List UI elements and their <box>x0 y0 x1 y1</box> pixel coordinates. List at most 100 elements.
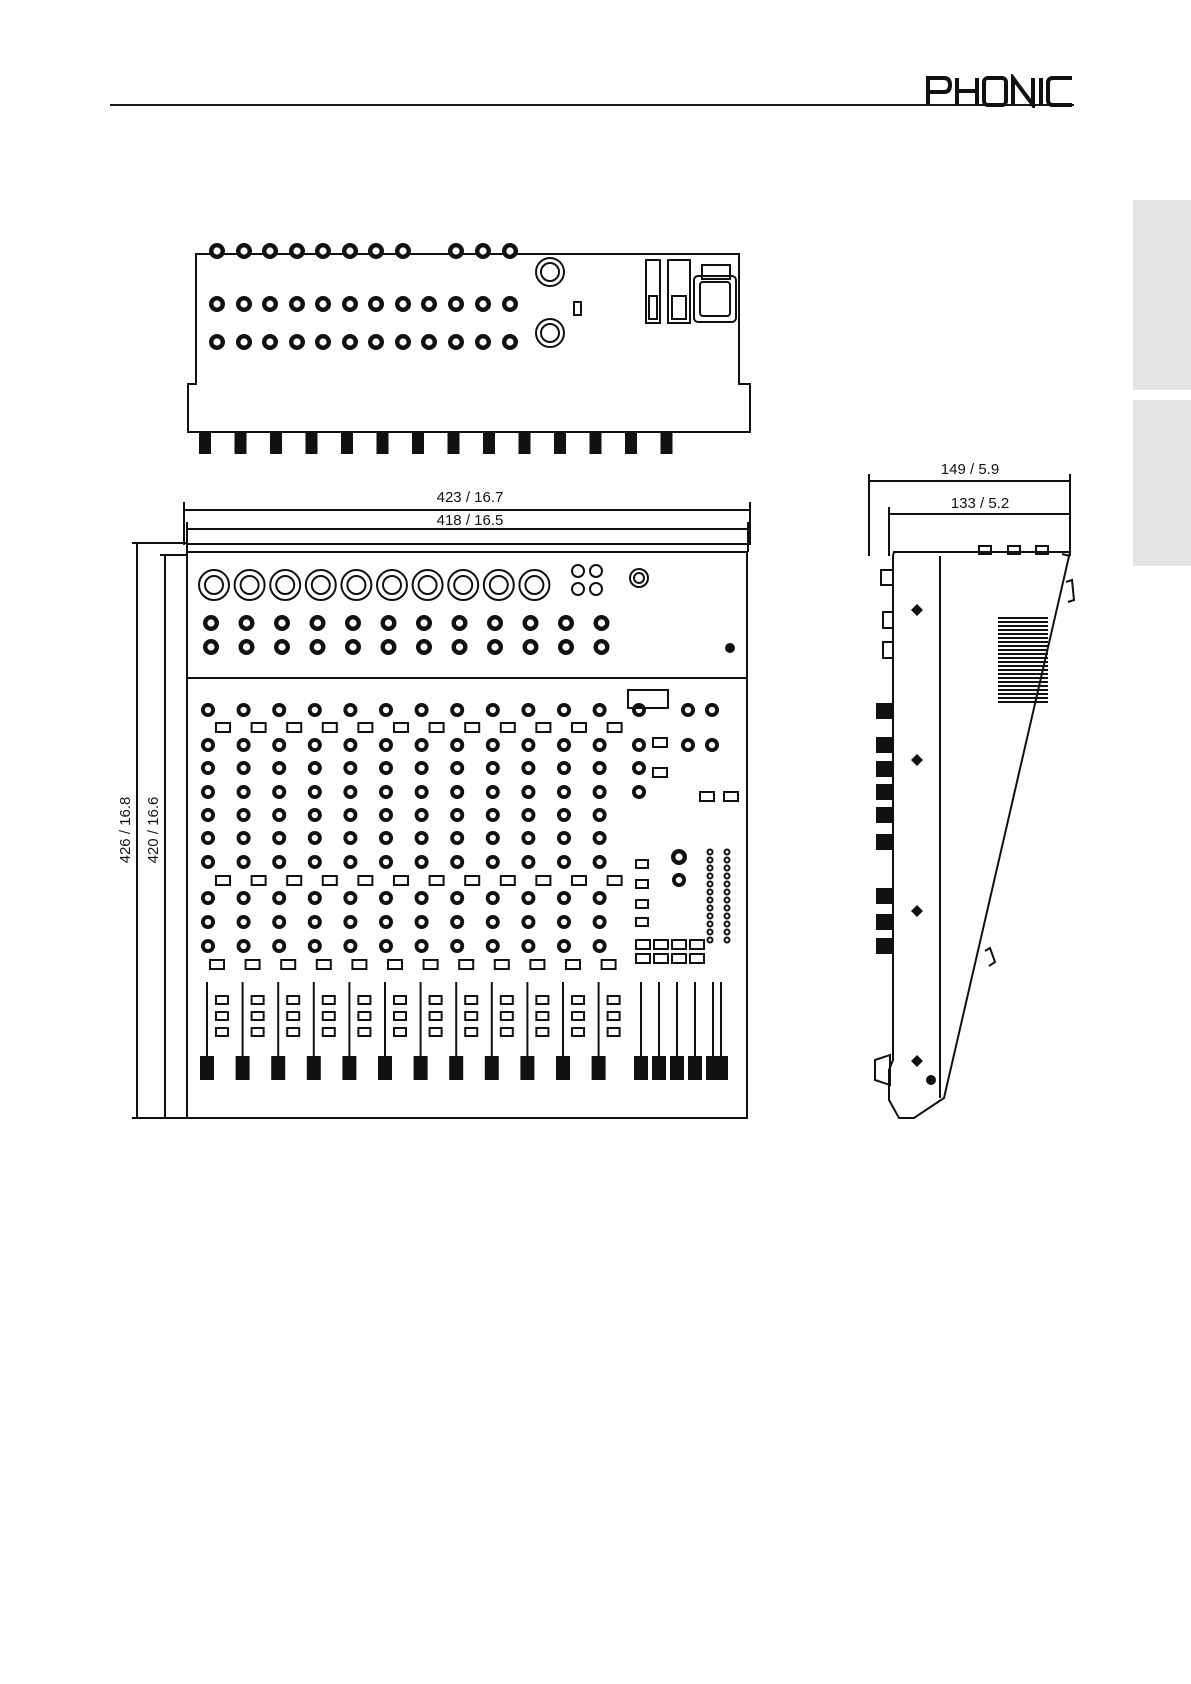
button <box>358 876 372 885</box>
button <box>608 996 620 1004</box>
fader-cap <box>449 1056 463 1080</box>
xlr-input <box>484 570 514 600</box>
side-knob <box>876 914 893 930</box>
dim-label-depth-outer: 426 / 16.8 <box>117 797 134 864</box>
button <box>358 1012 370 1020</box>
button <box>394 876 408 885</box>
button <box>536 996 548 1004</box>
side-knob <box>876 703 893 719</box>
side-knob <box>876 807 893 823</box>
button <box>636 918 648 926</box>
button <box>430 1012 442 1020</box>
button <box>566 960 580 969</box>
button <box>636 880 648 888</box>
button <box>394 1028 406 1036</box>
button <box>358 1028 370 1036</box>
button <box>530 960 544 969</box>
button <box>672 954 686 963</box>
rear-knob <box>306 432 318 454</box>
button <box>323 723 337 732</box>
button <box>317 960 331 969</box>
button <box>430 723 444 732</box>
button <box>352 960 366 969</box>
fader-cap <box>485 1056 499 1080</box>
button <box>252 996 264 1004</box>
button <box>572 1028 584 1036</box>
fader-cap <box>414 1056 428 1080</box>
button <box>287 1028 299 1036</box>
button <box>394 723 408 732</box>
dim-label-width-inner: 418 / 16.5 <box>437 512 504 529</box>
fader-cap <box>307 1056 321 1080</box>
side-view <box>869 474 1074 1118</box>
button <box>394 1012 406 1020</box>
button <box>690 954 704 963</box>
button <box>252 723 266 732</box>
fader-cap <box>200 1056 214 1080</box>
button <box>654 940 668 949</box>
button <box>653 768 667 777</box>
button <box>690 940 704 949</box>
side-knob <box>876 761 893 777</box>
rear-knob <box>270 432 282 454</box>
button <box>536 876 550 885</box>
xlr-input <box>413 570 443 600</box>
dim-depth-inner <box>160 555 187 1118</box>
button <box>216 1012 228 1020</box>
button <box>252 876 266 885</box>
fader-cap <box>236 1056 250 1080</box>
button <box>323 1012 335 1020</box>
xlr-input <box>448 570 478 600</box>
side-knob <box>876 737 893 753</box>
xlr-input <box>270 570 300 600</box>
button <box>358 723 372 732</box>
button <box>495 960 509 969</box>
button <box>281 960 295 969</box>
button <box>424 960 438 969</box>
button <box>394 996 406 1004</box>
button <box>323 876 337 885</box>
rear-knob <box>448 432 460 454</box>
rear-knob <box>661 432 673 454</box>
button <box>216 1028 228 1036</box>
button <box>536 723 550 732</box>
rear-knob <box>483 432 495 454</box>
fader-cap <box>634 1056 648 1080</box>
side-mark <box>911 1055 923 1067</box>
fader-cap <box>714 1056 728 1080</box>
button <box>501 1012 513 1020</box>
button <box>465 876 479 885</box>
side-knob <box>876 888 893 904</box>
xlr-input <box>377 570 407 600</box>
button <box>724 792 738 801</box>
button <box>287 723 301 732</box>
rear-knob <box>412 432 424 454</box>
button <box>252 1012 264 1020</box>
dim-label-height-outer: 149 / 5.9 <box>941 461 999 478</box>
side-mark <box>911 754 923 766</box>
button <box>252 1028 264 1036</box>
top-view <box>187 544 748 1118</box>
button <box>654 954 668 963</box>
button <box>608 1012 620 1020</box>
rear-knob <box>625 432 637 454</box>
button <box>358 996 370 1004</box>
rear-knob <box>590 432 602 454</box>
button <box>636 900 648 908</box>
button <box>636 954 650 963</box>
fader-cap <box>271 1056 285 1080</box>
fader-cap <box>670 1056 684 1080</box>
button <box>501 723 515 732</box>
dim-label-height-inner: 133 / 5.2 <box>951 495 1009 512</box>
xlr-input <box>341 570 371 600</box>
rear-knob <box>341 432 353 454</box>
button <box>572 723 586 732</box>
button <box>287 876 301 885</box>
button <box>210 960 224 969</box>
button <box>323 996 335 1004</box>
xlr-input <box>199 570 229 600</box>
button <box>216 723 230 732</box>
button <box>608 723 622 732</box>
side-mark <box>911 604 923 616</box>
